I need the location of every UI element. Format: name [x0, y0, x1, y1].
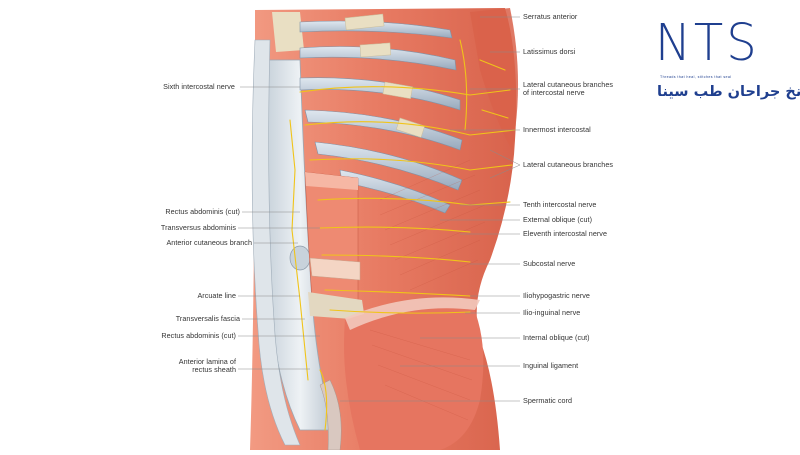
- rectus-cut-top: [305, 172, 358, 190]
- rectus-sheath-outer: [251, 39, 301, 446]
- label-anterior-lamina-line1: Anterior lamina of: [178, 357, 236, 366]
- label-transversus-abdominis: Transversus abdominis: [160, 223, 236, 232]
- leader-lines: [238, 16, 521, 402]
- label-lateral-cutaneous-branches: Lateral cutaneous branches: [523, 160, 614, 169]
- inguinal-fold: [345, 297, 480, 330]
- label-arcuate-line: Arcuate line: [197, 291, 236, 300]
- label-eleventh-intercostal-nerve: Eleventh intercostal nerve: [523, 229, 608, 238]
- label-lateral-cutaneous-branches-line2: of intercostal nerve: [523, 88, 585, 97]
- label-anterior-cutaneous-branch: Anterior cutaneous branch: [166, 238, 252, 247]
- label-transversalis-fascia: Transversalis fascia: [175, 314, 240, 323]
- label-subcostal-nerve: Subcostal nerve: [523, 259, 576, 268]
- label-sixth-intercostal-nerve: Sixth intercostal nerve: [163, 82, 235, 91]
- label-rectus-abdominis-cut-upper: Rectus abdominis (cut): [165, 207, 240, 216]
- brand-logo: NTS Threads that heal, stitches that sea…: [655, 13, 800, 113]
- label-anterior-lamina-line2: rectus sheath: [192, 365, 236, 374]
- label-inguinal-ligament: Inguinal ligament: [523, 361, 579, 370]
- label-external-oblique-cut: External oblique (cut): [523, 215, 593, 224]
- nerves: [289, 39, 516, 431]
- label-lateral-cutaneous-branches-line1: Lateral cutaneous branches: [523, 80, 614, 89]
- label-internal-oblique-cut: Internal oblique (cut): [523, 333, 590, 342]
- brand-subtitle: نخ جراحان طب سینا: [657, 84, 800, 100]
- muscle-fibres: [369, 159, 486, 421]
- tendinous-node: [289, 245, 311, 271]
- label-iliohypogastric-nerve: Iliohypogastric nerve: [523, 291, 590, 300]
- costal-cartilage: [272, 12, 304, 52]
- label-innermost-intercostal: Innermost intercostal: [523, 125, 591, 134]
- label-rectus-abdominis-cut-lower: Rectus abdominis (cut): [161, 331, 236, 340]
- label-latissimus-dorsi: Latissimus dorsi: [523, 47, 576, 56]
- transversus-block: [304, 171, 359, 301]
- arcuate-fascia: [308, 292, 365, 320]
- label-serratus-anterior: Serratus anterior: [523, 12, 578, 21]
- rectus-cut-mid: [309, 257, 361, 281]
- label-ilio-inguinal-nerve: Ilio-inguinal nerve: [523, 308, 581, 317]
- brand-mark: NTS: [655, 13, 760, 73]
- brand-tagline: Threads that heal, stitches that seal: [660, 75, 732, 79]
- internal-oblique: [344, 300, 484, 450]
- rib-cartilage: [344, 13, 426, 138]
- latissimus-region: [470, 8, 519, 150]
- label-spermatic-cord: Spermatic cord: [523, 396, 573, 405]
- label-tenth-intercostal-nerve: Tenth intercostal nerve: [523, 200, 597, 209]
